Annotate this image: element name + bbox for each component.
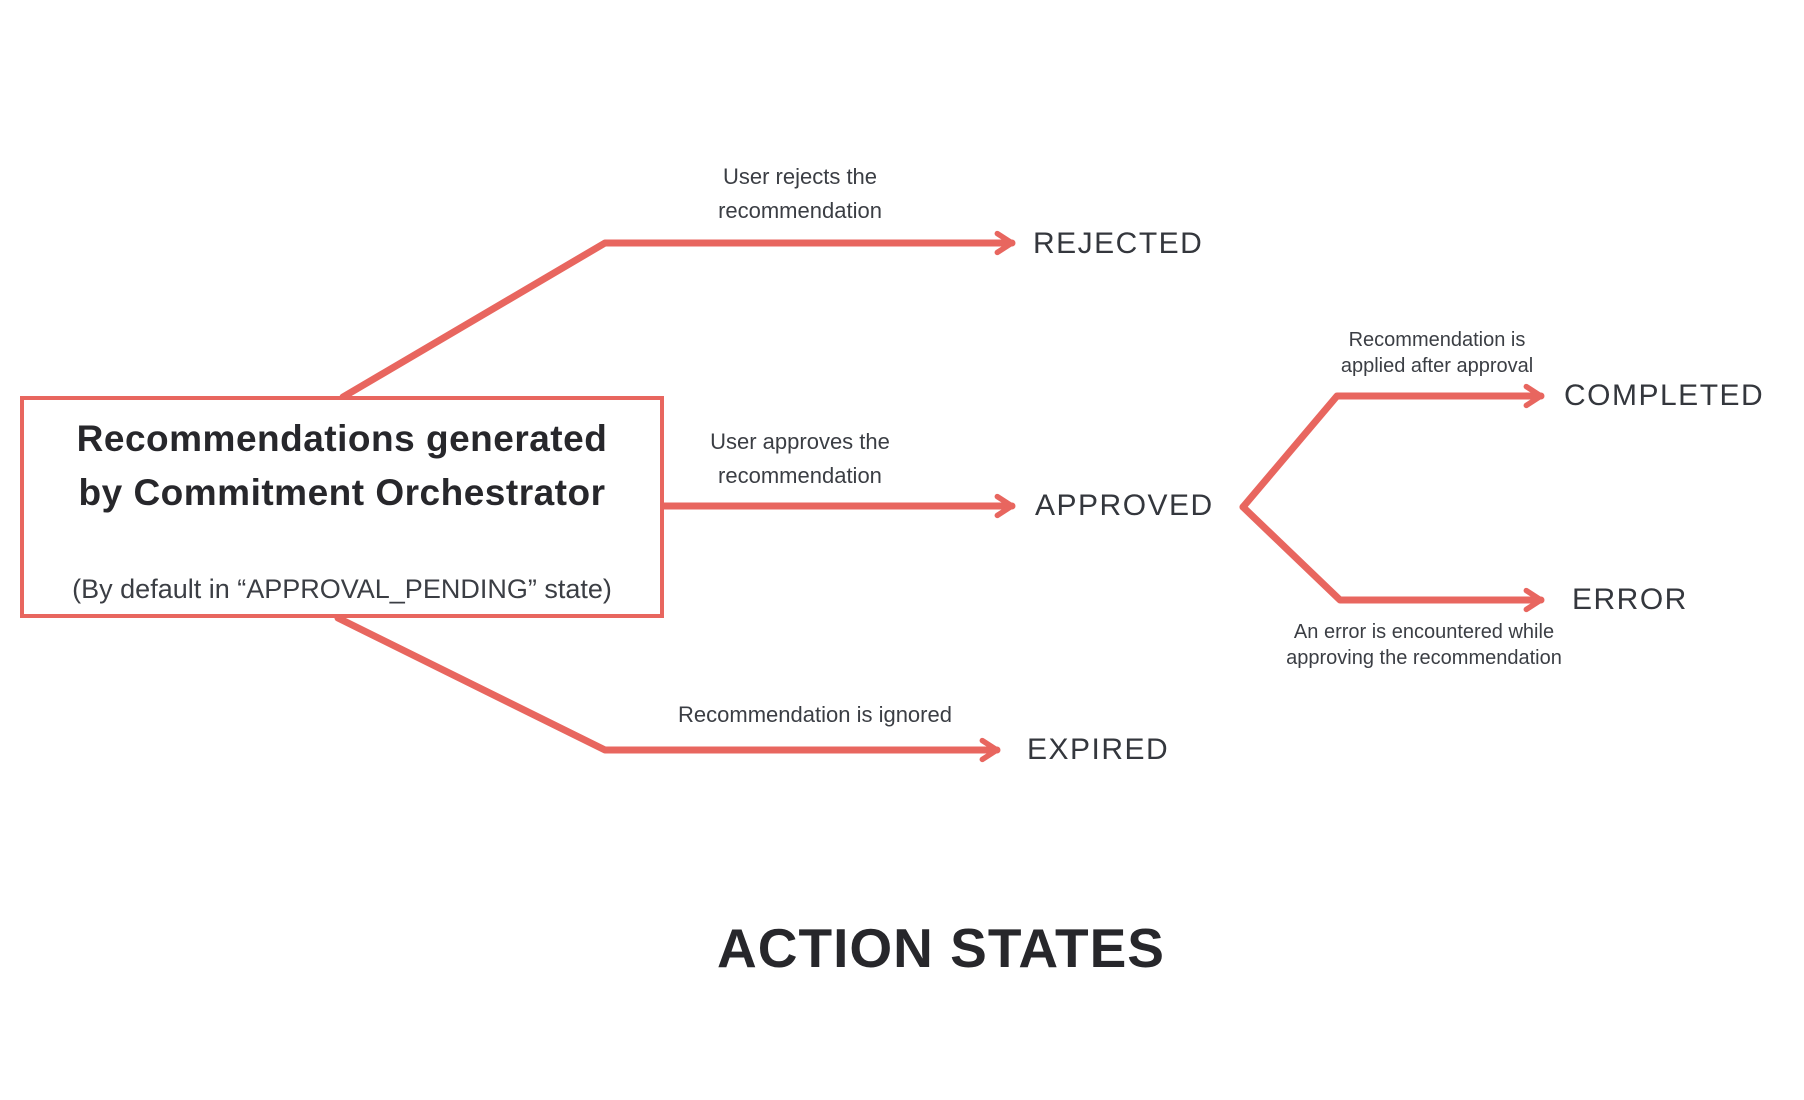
arrow-to-rejected — [339, 230, 1016, 401]
state-expired: EXPIRED — [1027, 733, 1170, 766]
state-rejected: REJECTED — [1033, 227, 1204, 260]
source-box-subtext: (By default in “APPROVAL_PENDING” state) — [72, 574, 612, 604]
transition-label-complete: Recommendation is applied after approval — [1340, 329, 1534, 377]
transition-label-approve: User approves the recommendation — [710, 429, 890, 488]
state-approved: APPROVED — [1035, 489, 1214, 522]
state-completed: COMPLETED — [1564, 379, 1765, 412]
arrow-to-error — [1239, 503, 1545, 613]
transition-label-expire: Recommendation is ignored — [678, 702, 952, 727]
arrow-to-expired — [334, 614, 1001, 763]
source-box-heading: Recommendations generated by Commitment … — [76, 418, 608, 513]
state-error: ERROR — [1572, 583, 1688, 616]
transition-label-error: An error is encountered while approving … — [1286, 621, 1562, 669]
diagram-title: ACTION STATES — [717, 917, 1165, 979]
source-box: Recommendations generated by Commitment … — [20, 396, 664, 618]
transition-label-reject: User rejects the recommendation — [718, 164, 882, 223]
arrow-to-completed — [1239, 383, 1545, 511]
